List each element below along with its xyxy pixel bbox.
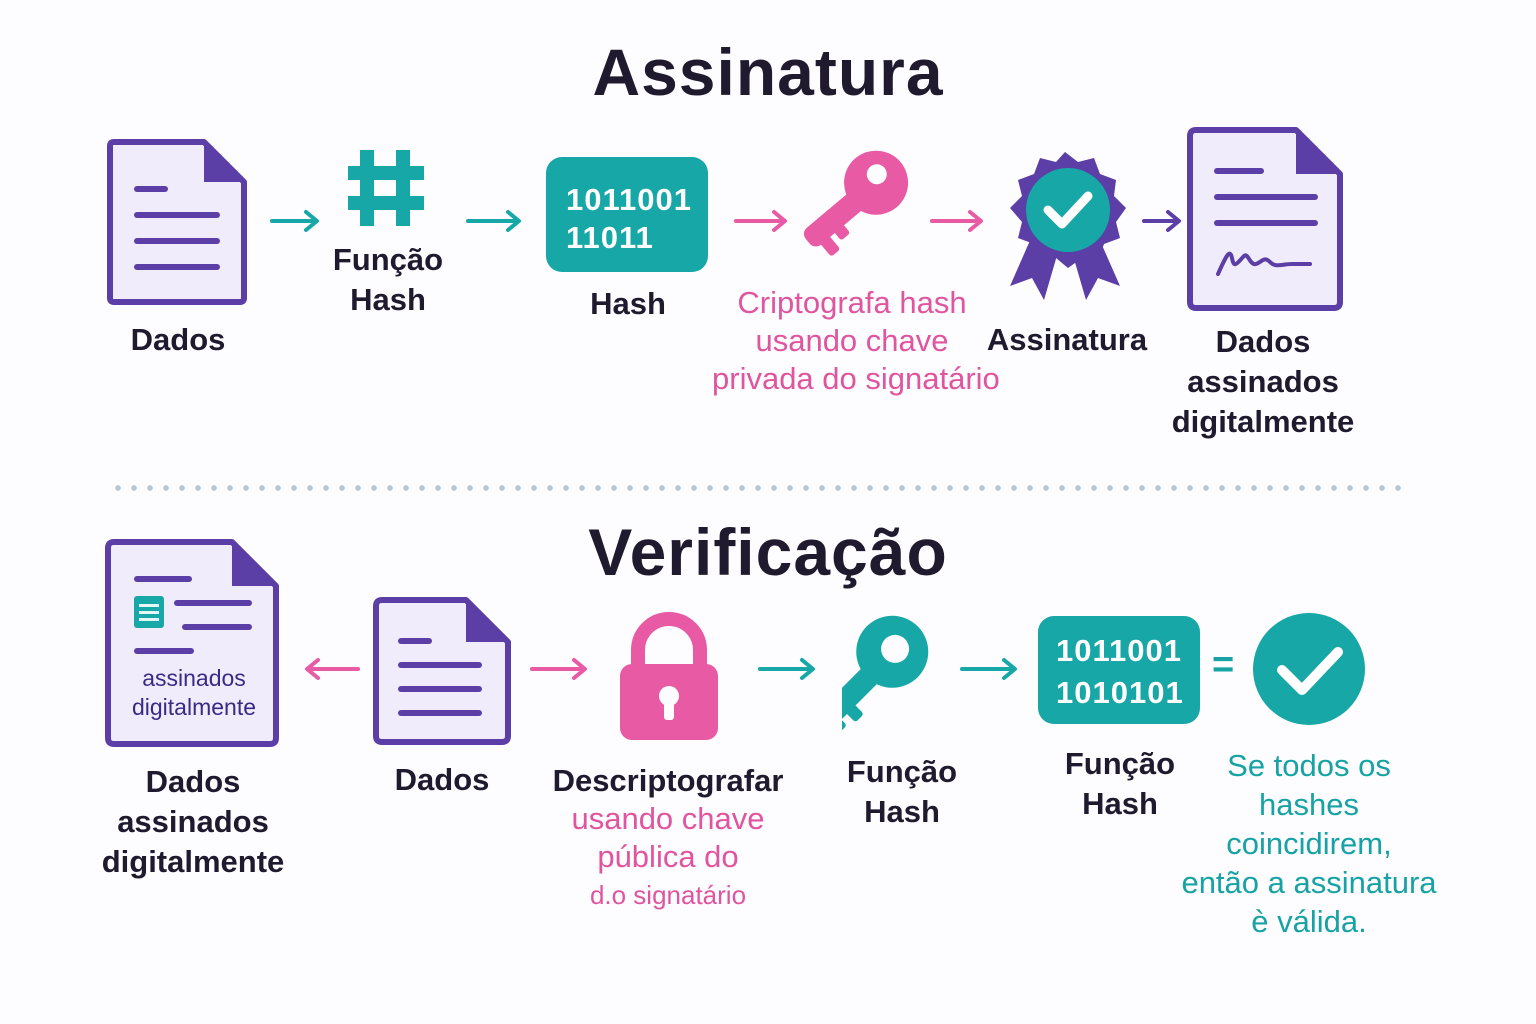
verification-step-hash-function-label: Função Hash [846,754,958,829]
arrow-right-icon [960,658,1017,680]
verification-step-decrypt-label: Descriptografar usando chave pública do … [552,763,784,910]
verification-title: Verificação [588,515,948,589]
arrow-left-icon [305,658,360,680]
verification-step-data-label: Dados [394,762,490,797]
document-icon [107,139,247,305]
signing-title: Assinatura [592,35,944,109]
hash-value-box: 1011001 11011 [546,157,708,272]
signing-step-hash-label: Hash [590,286,666,321]
arrow-right-icon [466,210,521,232]
signing-step-signature-label: Assinatura [986,322,1148,357]
arrow-right-icon [1142,210,1181,232]
badge-check-icon [1010,152,1126,300]
hash-symbol-icon [348,150,424,226]
arrow-right-icon [758,658,815,680]
arrow-right-icon [270,210,319,232]
verification-step-computed-hash-label: Função Hash [1064,746,1176,821]
key-icon [803,150,909,256]
signing-step-encrypt-label: Criptografa hash usando chave privada do… [712,285,1000,396]
section-divider [110,484,1410,492]
hash-value-box: 1011001 1010101 [1038,616,1200,724]
equals-sign: = [1212,644,1235,686]
verification-result-label: Se todos os hashes coincidirem, então a … [1181,748,1437,939]
check-circle-icon [1253,613,1365,725]
verification-step-signed-data-label: Dados assinados digitalmente [101,764,285,879]
signed-document-icon [105,539,279,747]
arrow-right-icon [734,210,787,232]
document-icon [373,597,511,745]
signing-step-hash-function-label: Função Hash [332,242,444,317]
key-icon [842,615,929,733]
lock-icon [620,612,718,740]
signing-step-signed-data-label: Dados assinados digitalmente [1171,324,1355,439]
arrow-right-icon [930,210,983,232]
signed-document-icon [1187,127,1343,311]
arrow-right-icon [530,658,587,680]
signed-document-inner-text: assinados digitalmente [131,665,257,720]
signing-step-data-label: Dados [130,322,226,357]
